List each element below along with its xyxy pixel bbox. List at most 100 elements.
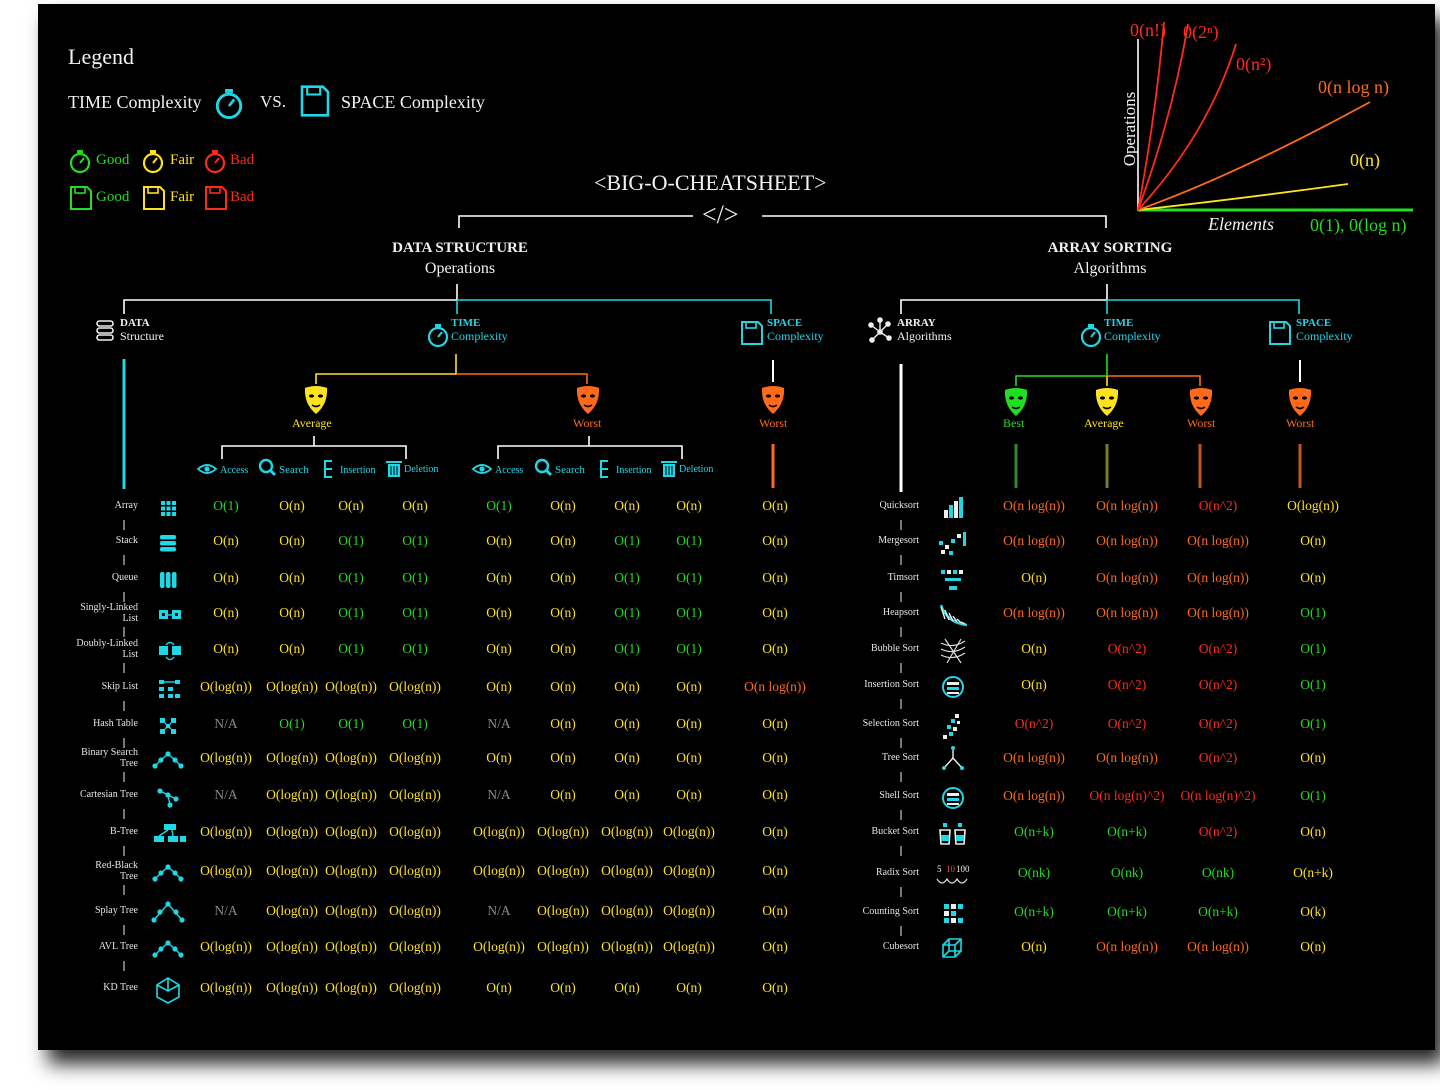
radix-digit-100: 100 [956, 864, 970, 874]
growth-curve-linear [1137, 183, 1349, 211]
sort-space-head-line1: SPACE [1296, 317, 1332, 329]
ds-complexity-cell: O(n) [213, 533, 239, 548]
ds-complexity-cell: O(n) [676, 679, 702, 694]
ds-time-head-line1: TIME [451, 317, 481, 329]
sort-complexity-cell: O(n log(n)) [1003, 498, 1065, 513]
ds-complexity-cell: O(n) [279, 570, 305, 585]
ds-complexity-cell: O(1) [338, 533, 364, 548]
ds-complexity-cell: O(log(n)) [537, 903, 589, 918]
ds-complexity-cell: O(log(n)) [663, 903, 715, 918]
ds-row-label: AVL Tree [99, 941, 138, 952]
ds-complexity-cell: O(n) [614, 679, 640, 694]
ds-complexity-cell: O(n) [279, 641, 305, 656]
search-avg-icon [258, 458, 277, 477]
radix-digit-10: 10 [946, 864, 956, 874]
sort-complexity-cell: O(n log(n)) [1187, 533, 1249, 548]
sort-complexity-cell: O(n^2) [1107, 641, 1147, 656]
sort-worst-label: Worst [1187, 416, 1216, 430]
ds-row-label-line: Tree [120, 758, 138, 769]
ds-complexity-cell: O(log(n)) [389, 863, 441, 878]
growth-label-factorial: 0(n!) [1130, 20, 1166, 40]
avl-tree-icon [152, 940, 184, 958]
ds-complexity-cell: O(n) [213, 570, 239, 585]
ds-complexity-cell: O(1) [338, 641, 364, 656]
ds-complexity-cell: O(log(n)) [389, 787, 441, 802]
ds-complexity-cell: O(n) [762, 903, 788, 918]
sort-complexity-cell: O(n^2) [1014, 716, 1054, 731]
op-deletion-worst: Deletion [679, 464, 714, 475]
ds-complexity-cell: O(n) [213, 605, 239, 620]
access-worst-icon [471, 464, 493, 474]
ds-complexity-cell: O(log(n)) [663, 939, 715, 954]
sort-row-label: Timsort [887, 572, 919, 583]
sort-complexity-cell: O(nk) [1110, 865, 1144, 880]
ds-complexity-cell: O(n) [213, 641, 239, 656]
ds-complexity-cell: O(n) [762, 498, 788, 513]
sort-complexity-cell: O(n log(n)) [1096, 750, 1158, 765]
ds-complexity-cell: O(1) [614, 533, 640, 548]
ds-complexity-cell: O(log(n)) [266, 824, 318, 839]
ds-complexity-cell: O(n) [279, 533, 305, 548]
ds-complexity-cell: O(1) [676, 533, 702, 548]
sort-best-mask-icon [1004, 388, 1028, 416]
sort-complexity-cell: O(log(n)) [1287, 498, 1339, 513]
legend-space-good-icon [70, 186, 92, 210]
ds-row-label-line: Cartesian Tree [79, 789, 138, 800]
legend-time-bad: Bad [230, 152, 255, 168]
ds-complexity-cell: O(log(n)) [200, 679, 252, 694]
ds-complexity-cell: O(1) [338, 570, 364, 585]
ds-complexity-cell: O(log(n)) [601, 824, 653, 839]
sort-row-label: Bubble Sort [870, 643, 919, 654]
sort-complexity-cell: O(1) [1300, 605, 1326, 620]
legend-space-fair-icon [143, 186, 165, 210]
ds-row-label: Hash Table [93, 718, 138, 729]
growth-label-exponential: 0(2ⁿ) [1183, 22, 1219, 42]
ds-complexity-cell: O(n) [486, 980, 512, 995]
ds-complexity-cell: O(n) [486, 570, 512, 585]
ds-complexity-cell: O(log(n)) [266, 939, 318, 954]
cheatsheet-title-tag: </> [702, 200, 739, 229]
ds-complexity-cell: O(1) [402, 570, 428, 585]
queue-icon [160, 572, 177, 588]
deletion-avg-icon [386, 461, 402, 477]
ds-row-label-line: Singly-Linked [80, 602, 138, 613]
op-insertion-avg: Insertion [340, 465, 376, 476]
ds-average-label: Average [292, 416, 332, 430]
insertion-worst-icon [600, 460, 608, 478]
ds-branch-structure [123, 284, 458, 314]
ds-space-worst-label: Worst [759, 416, 788, 430]
ds-complexity-cell: O(log(n)) [325, 903, 377, 918]
ds-complexity-cell: O(n) [762, 641, 788, 656]
growth-label-quadratic: 0(n²) [1236, 54, 1272, 74]
sort-branch-worst [1107, 375, 1201, 386]
cubesort-icon [942, 938, 962, 958]
ds-row-label-line: Binary Search [81, 747, 138, 758]
ds-complexity-cell: O(n) [676, 716, 702, 731]
ds-complexity-cell: O(n) [762, 980, 788, 995]
red-black-tree-icon [152, 864, 184, 882]
op-search-avg: Search [279, 464, 309, 476]
ds-section-sub: Operations [424, 260, 496, 277]
sort-complexity-cell: O(n+k) [1107, 824, 1147, 839]
ds-complexity-cell: O(log(n)) [200, 863, 252, 878]
op-access-worst: Access [495, 465, 524, 476]
title-bracket-right [762, 215, 1107, 228]
legend-time-icon [215, 89, 243, 120]
ds-row-label-line: Array [114, 500, 138, 511]
growth-label-constant-log: 0(1), 0(log n) [1310, 215, 1407, 235]
ds-row-label-line: Red-Black [95, 860, 138, 871]
ds-complexity-cell: O(1) [279, 716, 305, 731]
sort-row-label: Mergesort [878, 535, 919, 546]
ds-complexity-cell: O(log(n)) [389, 980, 441, 995]
ds-complexity-cell: O(n) [486, 641, 512, 656]
sort-array-icon [868, 317, 892, 343]
cheatsheet-title: <BIG-O-CHEATSHEET> [594, 170, 827, 195]
legend-heading: Legend [68, 44, 134, 69]
ds-complexity-cell: O(n) [762, 824, 788, 839]
ds-row-label-line: List [122, 649, 138, 660]
singly-linked-list-icon [159, 610, 181, 619]
bucket-sort-icon [939, 823, 966, 845]
ds-row-label-line: B-Tree [110, 826, 138, 837]
sort-complexity-cell: O(n^2) [1198, 641, 1238, 656]
ds-complexity-cell: O(n) [486, 605, 512, 620]
